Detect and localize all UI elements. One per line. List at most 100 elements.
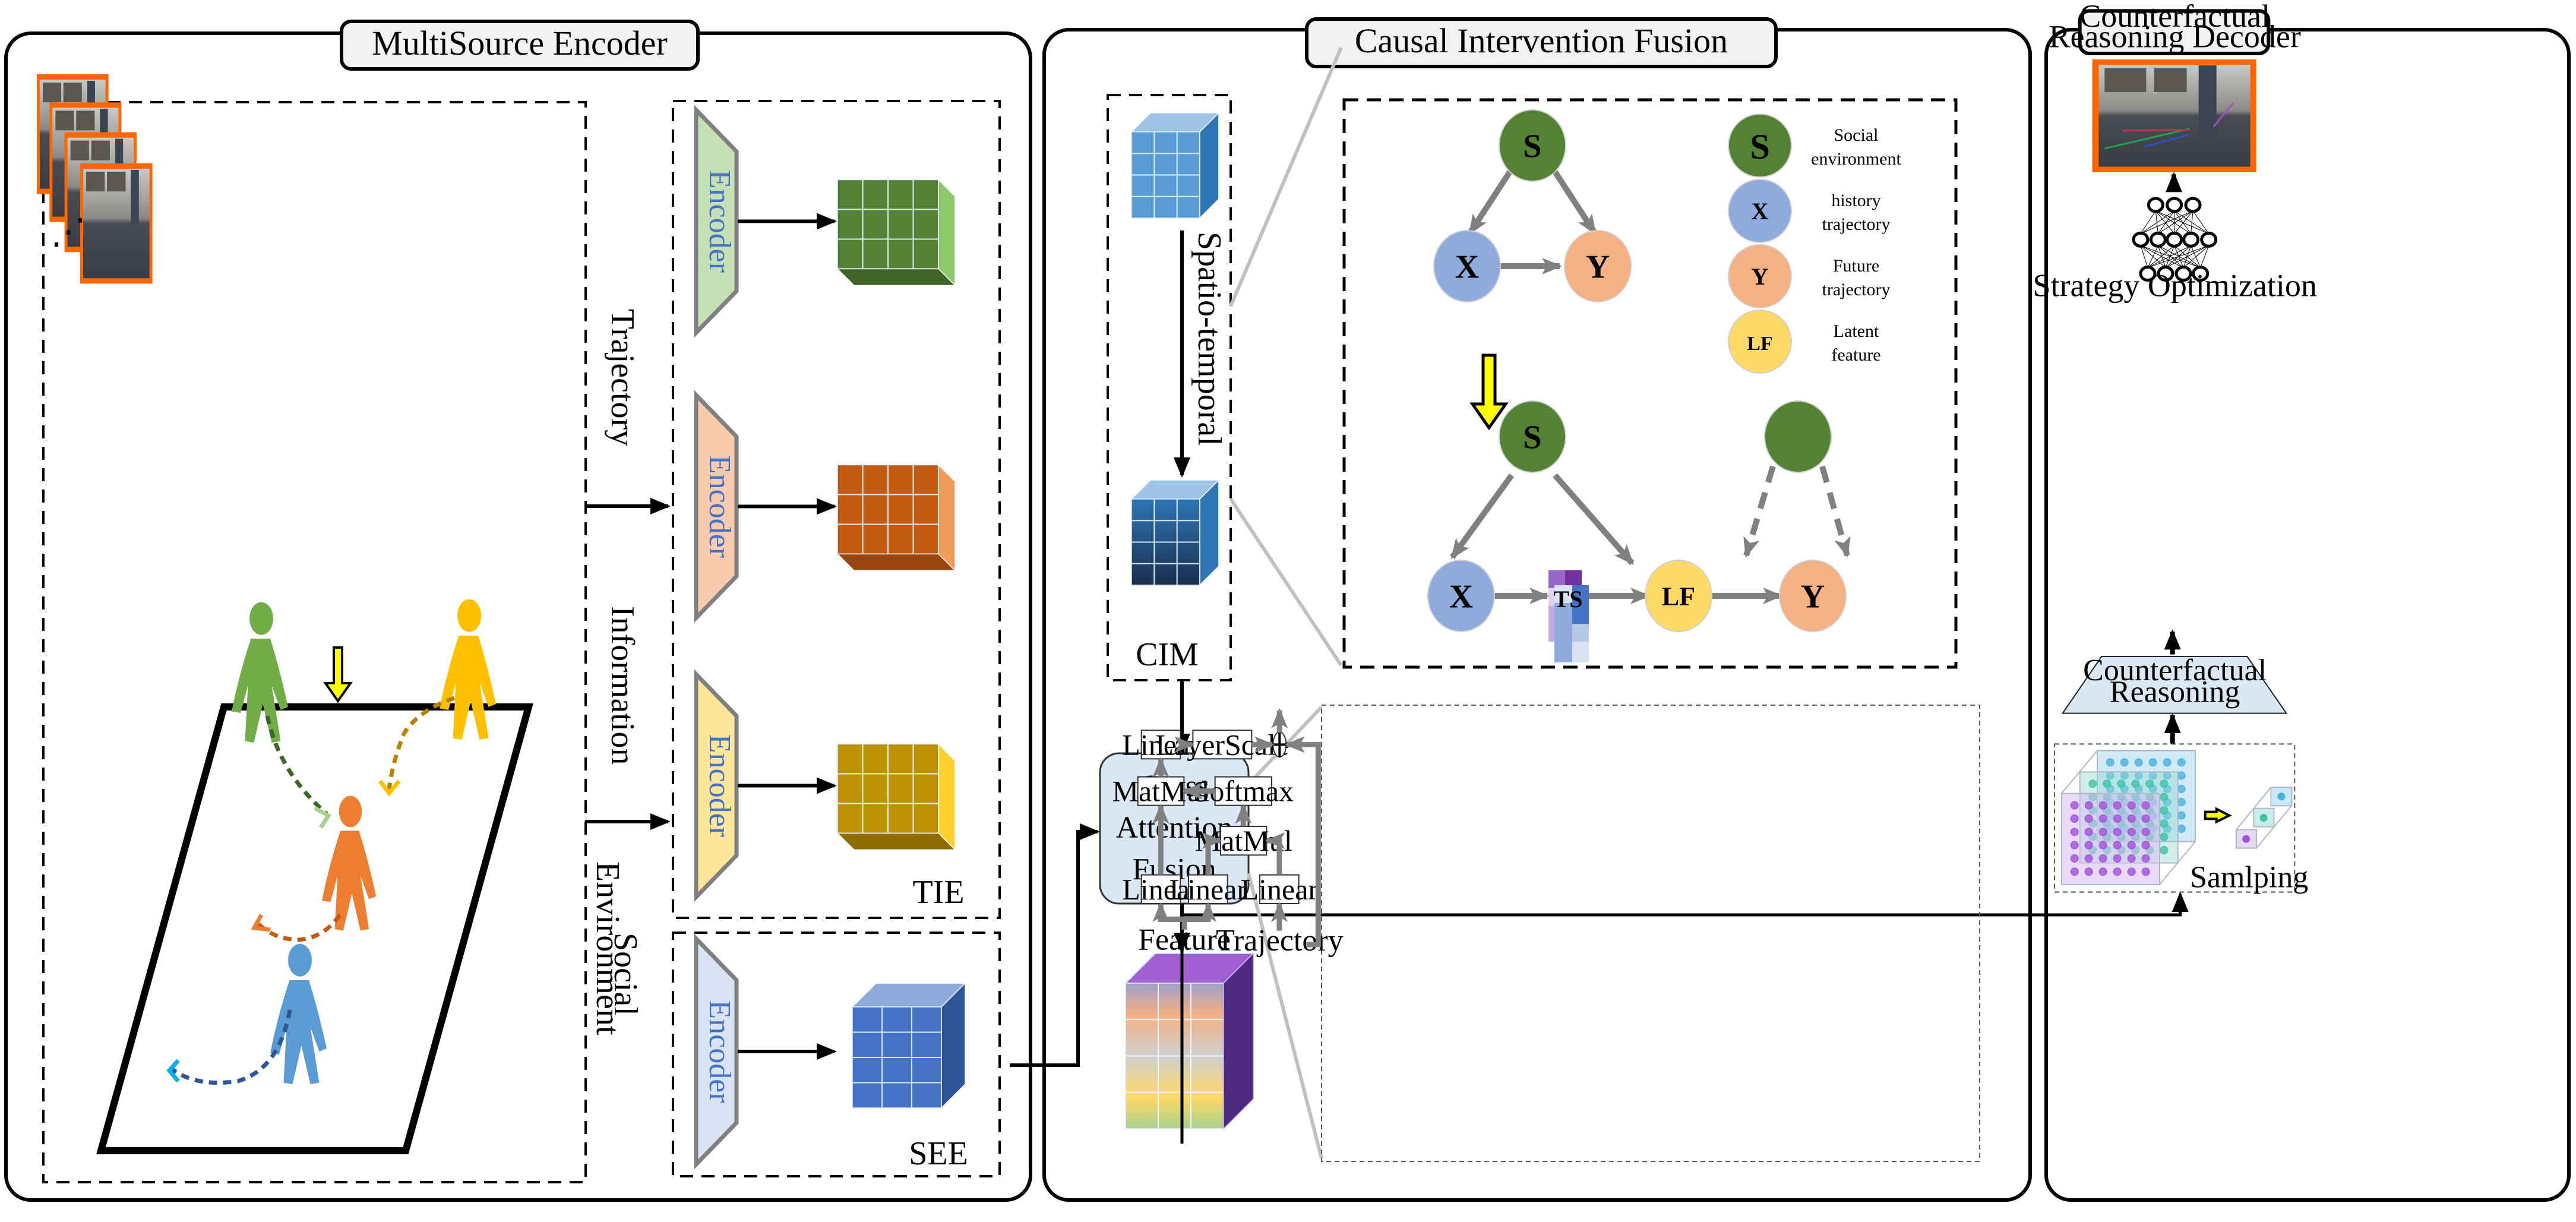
sample-point bbox=[2098, 854, 2107, 863]
network-edge bbox=[2158, 245, 2184, 269]
sample-point bbox=[2141, 841, 2150, 850]
sample-point bbox=[2141, 814, 2150, 823]
trajectory-arrowhead-icon bbox=[166, 1059, 180, 1083]
sampled-voxels bbox=[2236, 787, 2293, 849]
linear-1-box-label: Linear bbox=[1122, 873, 1200, 906]
see-label: SEE bbox=[909, 1135, 968, 1172]
node-label: LF bbox=[1662, 582, 1695, 611]
encoder-block: Encoder bbox=[694, 105, 956, 338]
encoder-trapezoid bbox=[694, 390, 739, 623]
sample-point bbox=[2160, 779, 2169, 788]
linear-2-box-frame bbox=[1188, 874, 1228, 904]
sample-point bbox=[2177, 771, 2186, 780]
voxel-point bbox=[2242, 835, 2251, 843]
network-node bbox=[2166, 197, 2183, 213]
strategy-optimization-label: Strategy Optimization bbox=[2033, 267, 2316, 303]
edge-u-lf bbox=[1743, 465, 1776, 558]
zoom-connector-top bbox=[1229, 46, 1343, 307]
sample-point bbox=[2084, 828, 2093, 836]
network-edge bbox=[2192, 210, 2210, 234]
plane-purple bbox=[2061, 792, 2160, 885]
sample-point bbox=[2163, 758, 2172, 767]
sample-point bbox=[2177, 798, 2186, 807]
scene-plane bbox=[96, 703, 533, 1154]
network-edge bbox=[2155, 210, 2191, 234]
encoder-trapezoid bbox=[694, 669, 739, 902]
sample-point bbox=[2141, 867, 2150, 876]
node-circle bbox=[1499, 400, 1566, 473]
see-to-caf-arrow bbox=[1010, 823, 1100, 1067]
encoder-block: Encoder bbox=[694, 933, 966, 1170]
feature-cube bbox=[836, 463, 956, 572]
sample-point bbox=[2160, 806, 2169, 814]
encoder-panel: MultiSource Encoder ⋰ TIE SEE Trajectory… bbox=[4, 20, 1032, 1202]
edge-s-y bbox=[1548, 165, 1598, 235]
network-node bbox=[2184, 197, 2202, 213]
sample-point bbox=[2177, 785, 2186, 793]
node-circle bbox=[1764, 400, 1832, 473]
network-node bbox=[2157, 266, 2174, 282]
sample-point bbox=[2113, 854, 2122, 863]
legend-symbol: X bbox=[1752, 198, 1769, 225]
encoder-block: Encoder bbox=[694, 669, 956, 902]
head bbox=[457, 599, 481, 632]
network-edge bbox=[2140, 210, 2193, 234]
node-circle bbox=[1427, 560, 1495, 632]
legend-swatch bbox=[1728, 310, 1792, 374]
sample-point bbox=[2098, 801, 2107, 810]
network-node bbox=[2166, 231, 2183, 248]
edge-s-lf bbox=[1553, 473, 1635, 566]
network-node bbox=[2139, 266, 2157, 282]
trajectory-arrowhead-icon bbox=[378, 779, 401, 797]
linear-3-box: Linear bbox=[1241, 873, 1319, 906]
cim-output-cube bbox=[1130, 479, 1220, 586]
node-circle bbox=[1499, 109, 1566, 182]
trajectory-yellow bbox=[387, 696, 456, 791]
reasoning-label-line1: Counterfactual bbox=[2083, 653, 2267, 687]
node-label: Y bbox=[1801, 579, 1825, 615]
sample-point bbox=[2141, 801, 2150, 810]
pedestrian-yellow bbox=[440, 599, 496, 740]
network-edge bbox=[2158, 245, 2201, 269]
network-node bbox=[2200, 231, 2218, 248]
network-edge bbox=[2155, 210, 2209, 234]
encoder-trapezoid bbox=[694, 933, 739, 1170]
intervention-arrow-icon bbox=[1469, 353, 1509, 431]
network-node bbox=[2192, 266, 2210, 282]
environment-label: Environment bbox=[589, 861, 626, 1035]
network-edge bbox=[2140, 210, 2156, 234]
sample-point bbox=[2103, 779, 2112, 788]
decoder-title-line2: Reasoning Decoder bbox=[2049, 18, 2300, 54]
sample-point bbox=[2084, 814, 2093, 823]
reasoning-trapezoid bbox=[2061, 656, 2288, 714]
yellow-down-arrow-icon bbox=[323, 646, 353, 703]
network-node bbox=[2132, 231, 2150, 248]
sample-point bbox=[2134, 758, 2143, 767]
sample-point bbox=[2070, 867, 2079, 876]
sample-point bbox=[2106, 758, 2114, 767]
sampling-arrow-icon bbox=[2204, 807, 2232, 824]
sample-point bbox=[2117, 779, 2126, 788]
fusion-panel: Causal Intervention Fusion Spatio-tempor… bbox=[1010, 17, 2189, 1202]
edge-s-x2 bbox=[1449, 473, 1515, 560]
network-edge bbox=[2147, 245, 2174, 269]
node-y-bottom: Y bbox=[1779, 560, 1847, 632]
network-edge bbox=[2174, 210, 2192, 234]
tie-region bbox=[672, 100, 1001, 919]
encoder-label: Encoder bbox=[703, 734, 737, 837]
node-ts: TS bbox=[1548, 570, 1589, 662]
video-frame bbox=[80, 163, 153, 284]
sampling-label: Samlping bbox=[2190, 860, 2308, 894]
edge-u-y bbox=[1819, 465, 1851, 558]
body bbox=[322, 831, 377, 931]
sample-point bbox=[2113, 801, 2122, 810]
sample-point bbox=[2127, 841, 2136, 850]
sample-point bbox=[2098, 867, 2107, 876]
cim-label: CIM bbox=[1136, 636, 1199, 673]
sample-point bbox=[2098, 841, 2107, 850]
sample-point bbox=[2160, 792, 2169, 801]
